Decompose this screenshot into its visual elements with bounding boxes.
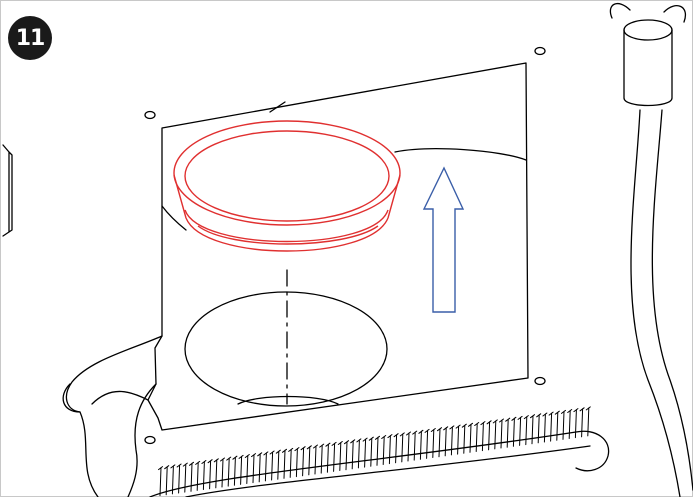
hose-end-cap xyxy=(623,29,673,107)
red-ring-icon xyxy=(173,120,401,252)
step-number-badge: 11 xyxy=(8,16,52,60)
back-surface-curve-lower xyxy=(161,205,187,231)
mount-hole-top-right xyxy=(534,46,546,56)
hose-left xyxy=(65,335,163,497)
mounting-plate xyxy=(147,62,529,431)
hose-end-cap-top xyxy=(623,19,673,41)
heater-coil-outline xyxy=(149,430,610,497)
left-edge-bracket xyxy=(2,144,13,237)
heater-coil-edge xyxy=(185,445,591,497)
hose-end-cap-tip xyxy=(609,2,687,23)
up-arrow-icon xyxy=(422,166,465,313)
plate-opening xyxy=(184,291,388,407)
mount-hole-bottom-right xyxy=(534,376,546,386)
plate-top-fold xyxy=(269,101,286,113)
hose-left-lip xyxy=(62,383,81,413)
mount-hole-bottom-left xyxy=(144,435,156,445)
mount-hole-top-left xyxy=(144,110,156,120)
plate-opening-inner xyxy=(237,395,339,405)
back-surface-curve xyxy=(394,148,527,161)
heater-fins xyxy=(158,406,591,497)
hose-right xyxy=(630,109,693,497)
